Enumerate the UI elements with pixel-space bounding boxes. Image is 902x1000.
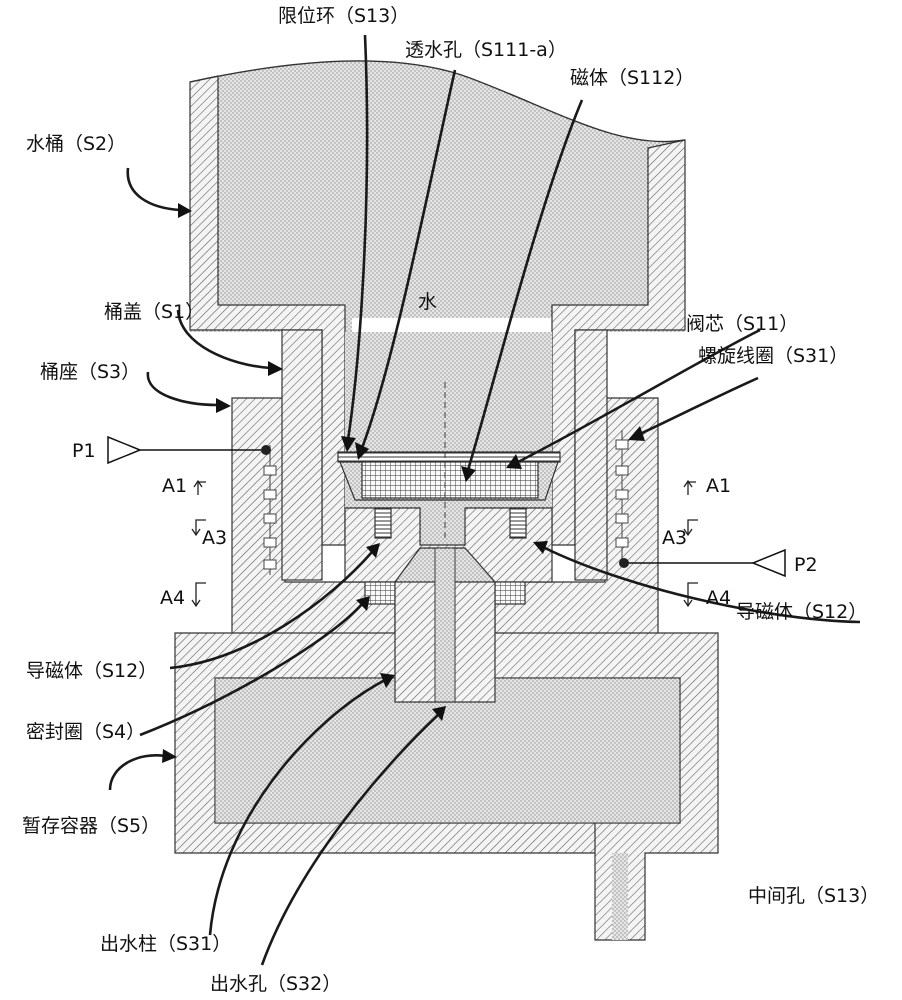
- label-seal-ring: 密封圈（S4）: [26, 721, 145, 743]
- spiral-coil-left: [263, 445, 277, 575]
- label-temp-container: 暂存容器（S5）: [22, 815, 160, 837]
- bucket-top-edge: [189, 60, 686, 143]
- magnetic-conductor-right-lower: [494, 581, 526, 605]
- magnetic-conductor-left-lower: [364, 581, 396, 605]
- probe-p1: [107, 435, 271, 465]
- label-bucket-lid: 桶盖（S1）: [104, 301, 204, 323]
- leader-arrows: [108, 34, 861, 966]
- label-magnetic-conductor-left: 导磁体（S12）: [26, 660, 157, 682]
- label-a1-left: A1: [162, 475, 187, 497]
- label-permeable-hole: 透水孔（S111-a）: [405, 39, 567, 61]
- label-magnetic-conductor-right: 导磁体（S12）: [736, 601, 867, 623]
- label-limit-ring: 限位环（S13）: [278, 5, 409, 27]
- label-outlet-column: 出水柱（S31）: [100, 933, 231, 955]
- spiral-coil-right: [615, 430, 629, 560]
- label-p1: P1: [72, 440, 96, 462]
- label-a1-right: A1: [706, 475, 731, 497]
- label-a4-right: A4: [706, 587, 731, 609]
- magnetic-conductor-left-upper: [374, 507, 392, 539]
- label-valve-core: 阀芯（S11）: [686, 313, 798, 335]
- probe-p2: [619, 548, 786, 578]
- direction-markers: [191, 479, 698, 608]
- label-bucket-seat: 桶座（S3）: [40, 361, 140, 383]
- label-water: 水: [418, 291, 437, 313]
- label-outlet-hole: 出水孔（S32）: [210, 973, 341, 995]
- label-a4-left: A4: [160, 587, 185, 609]
- bucket-lid-left-liner: [281, 329, 323, 581]
- bucket-water-region: [190, 61, 685, 333]
- label-middle-hole: 中间孔（S13）: [748, 885, 879, 907]
- outlet-hole: [434, 547, 456, 703]
- bucket-lid-right-liner: [574, 329, 608, 581]
- middle-hole-channel: [612, 853, 628, 940]
- label-p2: P2: [794, 554, 818, 576]
- label-a3-left: A3: [202, 527, 227, 549]
- label-magnet: 磁体（S112）: [570, 67, 694, 89]
- label-bucket: 水桶（S2）: [26, 133, 126, 155]
- magnetic-conductor-right-upper: [509, 507, 527, 539]
- label-a3-right: A3: [662, 527, 687, 549]
- label-spiral-coil: 螺旋线圈（S31）: [698, 345, 848, 367]
